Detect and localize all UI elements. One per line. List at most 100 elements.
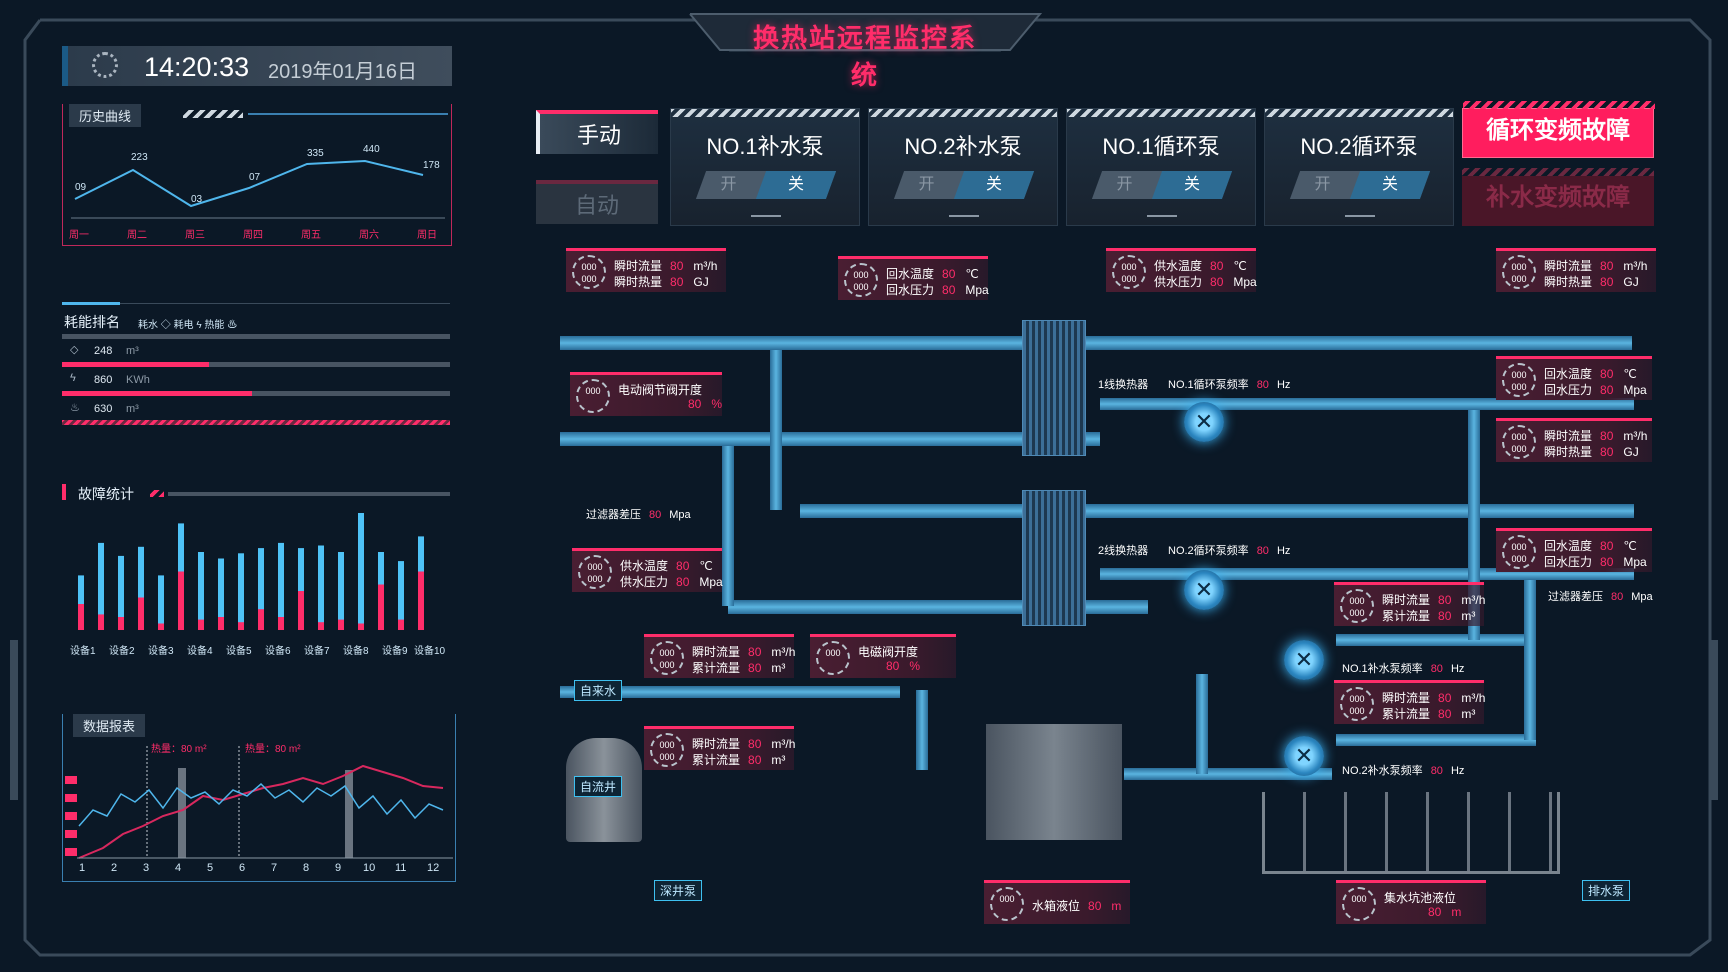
artesian-well-tag: 自流井 bbox=[574, 776, 623, 797]
pump-card: NO.1循环泵 开 关 bbox=[1066, 108, 1256, 226]
device-label: 设备4 bbox=[187, 646, 213, 657]
ranking-bar bbox=[62, 420, 450, 425]
pipe bbox=[560, 432, 1100, 446]
history-day: 周一 bbox=[69, 230, 89, 241]
tap-water-tag: 自来水 bbox=[574, 680, 623, 701]
fault-bar-segment bbox=[278, 617, 284, 630]
gauge-icon: 000 bbox=[576, 379, 610, 413]
fault-bar bbox=[398, 561, 404, 630]
fault-bar-segment bbox=[78, 604, 84, 630]
gauge-icon: 000 bbox=[990, 887, 1024, 921]
drain-pump-tag: 排水泵 bbox=[1582, 880, 1631, 901]
pump-switch[interactable]: 开 关 bbox=[1091, 171, 1233, 199]
legend-heat: 热能 bbox=[204, 320, 225, 331]
fault-bar-segment bbox=[378, 584, 384, 630]
report-hint: 热量：80 m² bbox=[151, 744, 207, 755]
pump-name: NO.1补水泵 bbox=[706, 134, 824, 159]
report-xtick: 9 bbox=[335, 862, 342, 874]
fault-bar-segment bbox=[98, 614, 104, 630]
pump-off-button[interactable]: 关 bbox=[1349, 171, 1431, 199]
heat-exchanger-2 bbox=[1022, 490, 1086, 626]
pump-on-button[interactable]: 开 bbox=[1314, 176, 1331, 193]
device-label: 设备1 bbox=[70, 646, 96, 657]
fault-bar-segment bbox=[218, 617, 224, 630]
pump-switch[interactable]: 开 关 bbox=[695, 171, 837, 199]
pump-off-button[interactable]: 关 bbox=[953, 171, 1035, 199]
circulation-pump-2-icon[interactable] bbox=[1184, 570, 1224, 610]
device-label: 设备2 bbox=[109, 646, 135, 657]
legend-water: 耗水 bbox=[138, 320, 158, 331]
ranking-bar bbox=[62, 391, 253, 396]
pipe bbox=[1336, 734, 1536, 746]
history-title: 历史曲线 bbox=[69, 104, 142, 127]
device-label: 设备8 bbox=[343, 646, 369, 657]
pump-on-button[interactable]: 开 bbox=[1116, 176, 1133, 193]
fault-bar bbox=[278, 542, 284, 630]
pipe bbox=[1196, 674, 1208, 774]
ranking-row: ♨ 630 m³ bbox=[62, 400, 450, 425]
fault-bar bbox=[198, 552, 204, 630]
fault-bar-segment bbox=[338, 619, 344, 630]
pipe bbox=[916, 690, 928, 770]
pump-on-button[interactable]: 开 bbox=[918, 176, 935, 193]
fault-bar bbox=[218, 558, 224, 630]
ranking-legend: 耗水 ◇ 耗电 ϟ 热能 ♨ bbox=[138, 320, 238, 331]
history-day: 周五 bbox=[301, 230, 321, 241]
alarm-makeup-fault: 补水变频故障 bbox=[1462, 168, 1654, 226]
pump-off-button[interactable]: 关 bbox=[755, 171, 837, 199]
device-label: 设备5 bbox=[226, 646, 252, 657]
pipe bbox=[560, 336, 1632, 350]
fault-bar-segment bbox=[398, 619, 404, 630]
fault-bar-segment bbox=[118, 617, 124, 630]
faults-chart bbox=[78, 513, 424, 630]
pump-off-button[interactable]: 关 bbox=[1151, 171, 1233, 199]
pipe bbox=[560, 686, 900, 698]
device-label: 设备10 bbox=[414, 646, 446, 657]
fault-bar bbox=[238, 553, 244, 630]
circulation-pump-1-icon[interactable] bbox=[1184, 402, 1224, 442]
pump-card: NO.2补水泵 开 关 bbox=[868, 108, 1058, 226]
fault-bar-segment bbox=[258, 609, 264, 630]
device-label: 设备7 bbox=[304, 646, 330, 657]
faults-title: 故障统计 bbox=[78, 486, 134, 502]
manual-mode-button[interactable]: 手动 bbox=[536, 110, 658, 154]
fault-bar-segment bbox=[318, 622, 324, 630]
ranking-bar bbox=[62, 362, 210, 367]
report-xtick: 10 bbox=[363, 862, 376, 874]
pump-name: NO.1循环泵 bbox=[1102, 134, 1220, 159]
report-xtick: 3 bbox=[143, 862, 150, 874]
pump-switch[interactable]: 开 关 bbox=[1289, 171, 1431, 199]
auto-mode-button[interactable]: 自动 bbox=[536, 180, 658, 224]
makeup-pump-2-icon[interactable] bbox=[1284, 736, 1324, 776]
history-day: 周日 bbox=[417, 230, 437, 241]
pump-card: NO.1补水泵 开 关 bbox=[670, 108, 860, 226]
heat-exchanger-1 bbox=[1022, 320, 1086, 456]
fault-bar bbox=[298, 548, 304, 630]
clock-icon bbox=[92, 52, 118, 78]
fault-bar-segment bbox=[418, 571, 424, 630]
pipe bbox=[770, 350, 782, 510]
gauge-icon: 000 bbox=[1342, 887, 1376, 921]
history-chart bbox=[71, 159, 445, 219]
pipe bbox=[800, 504, 1634, 518]
makeup-pump-1-icon[interactable] bbox=[1284, 640, 1324, 680]
report-xtick: 4 bbox=[175, 862, 182, 874]
history-value: 335 bbox=[307, 148, 324, 159]
device-label: 设备6 bbox=[265, 646, 291, 657]
water-tank bbox=[986, 724, 1122, 840]
pump-switch[interactable]: 开 关 bbox=[893, 171, 1035, 199]
pump-on-button[interactable]: 开 bbox=[720, 176, 737, 193]
report-xtick: 12 bbox=[427, 862, 440, 874]
